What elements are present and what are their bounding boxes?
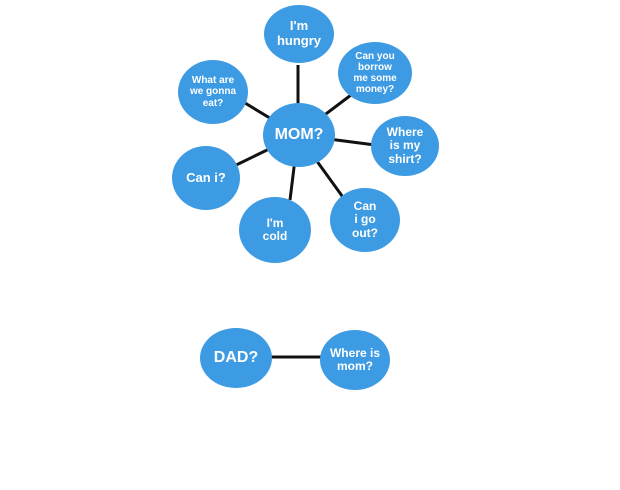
node-go-out: Can i go out? [330,188,400,252]
node-mom: MOM? [263,103,335,167]
node-money: Can you borrow me some money? [338,42,412,104]
node-dad-label: DAD? [213,349,259,367]
node-money-label: Can you borrow me some money? [353,50,397,96]
node-mom-label: MOM? [274,126,324,144]
node-where-is-mom-label: Where is mom? [329,345,380,373]
node-can-i-label: Can i? [186,169,226,185]
node-eat-label: What are we gonna eat? [189,75,237,109]
node-shirt: Where is my shirt? [371,116,439,176]
node-cold-label: I'm cold [262,215,288,243]
node-hungry: I'm hungry [264,5,334,63]
node-shirt-label: Where is my shirt? [386,124,424,166]
node-can-i: Can i? [172,146,240,210]
node-where-is-mom: Where is mom? [320,330,390,390]
node-dad: DAD? [200,328,272,388]
node-cold: I'm cold [239,197,311,263]
node-eat: What are we gonna eat? [178,60,248,124]
node-hungry-label: I'm hungry [276,18,322,48]
node-go-out-label: Can i go out? [352,198,378,240]
